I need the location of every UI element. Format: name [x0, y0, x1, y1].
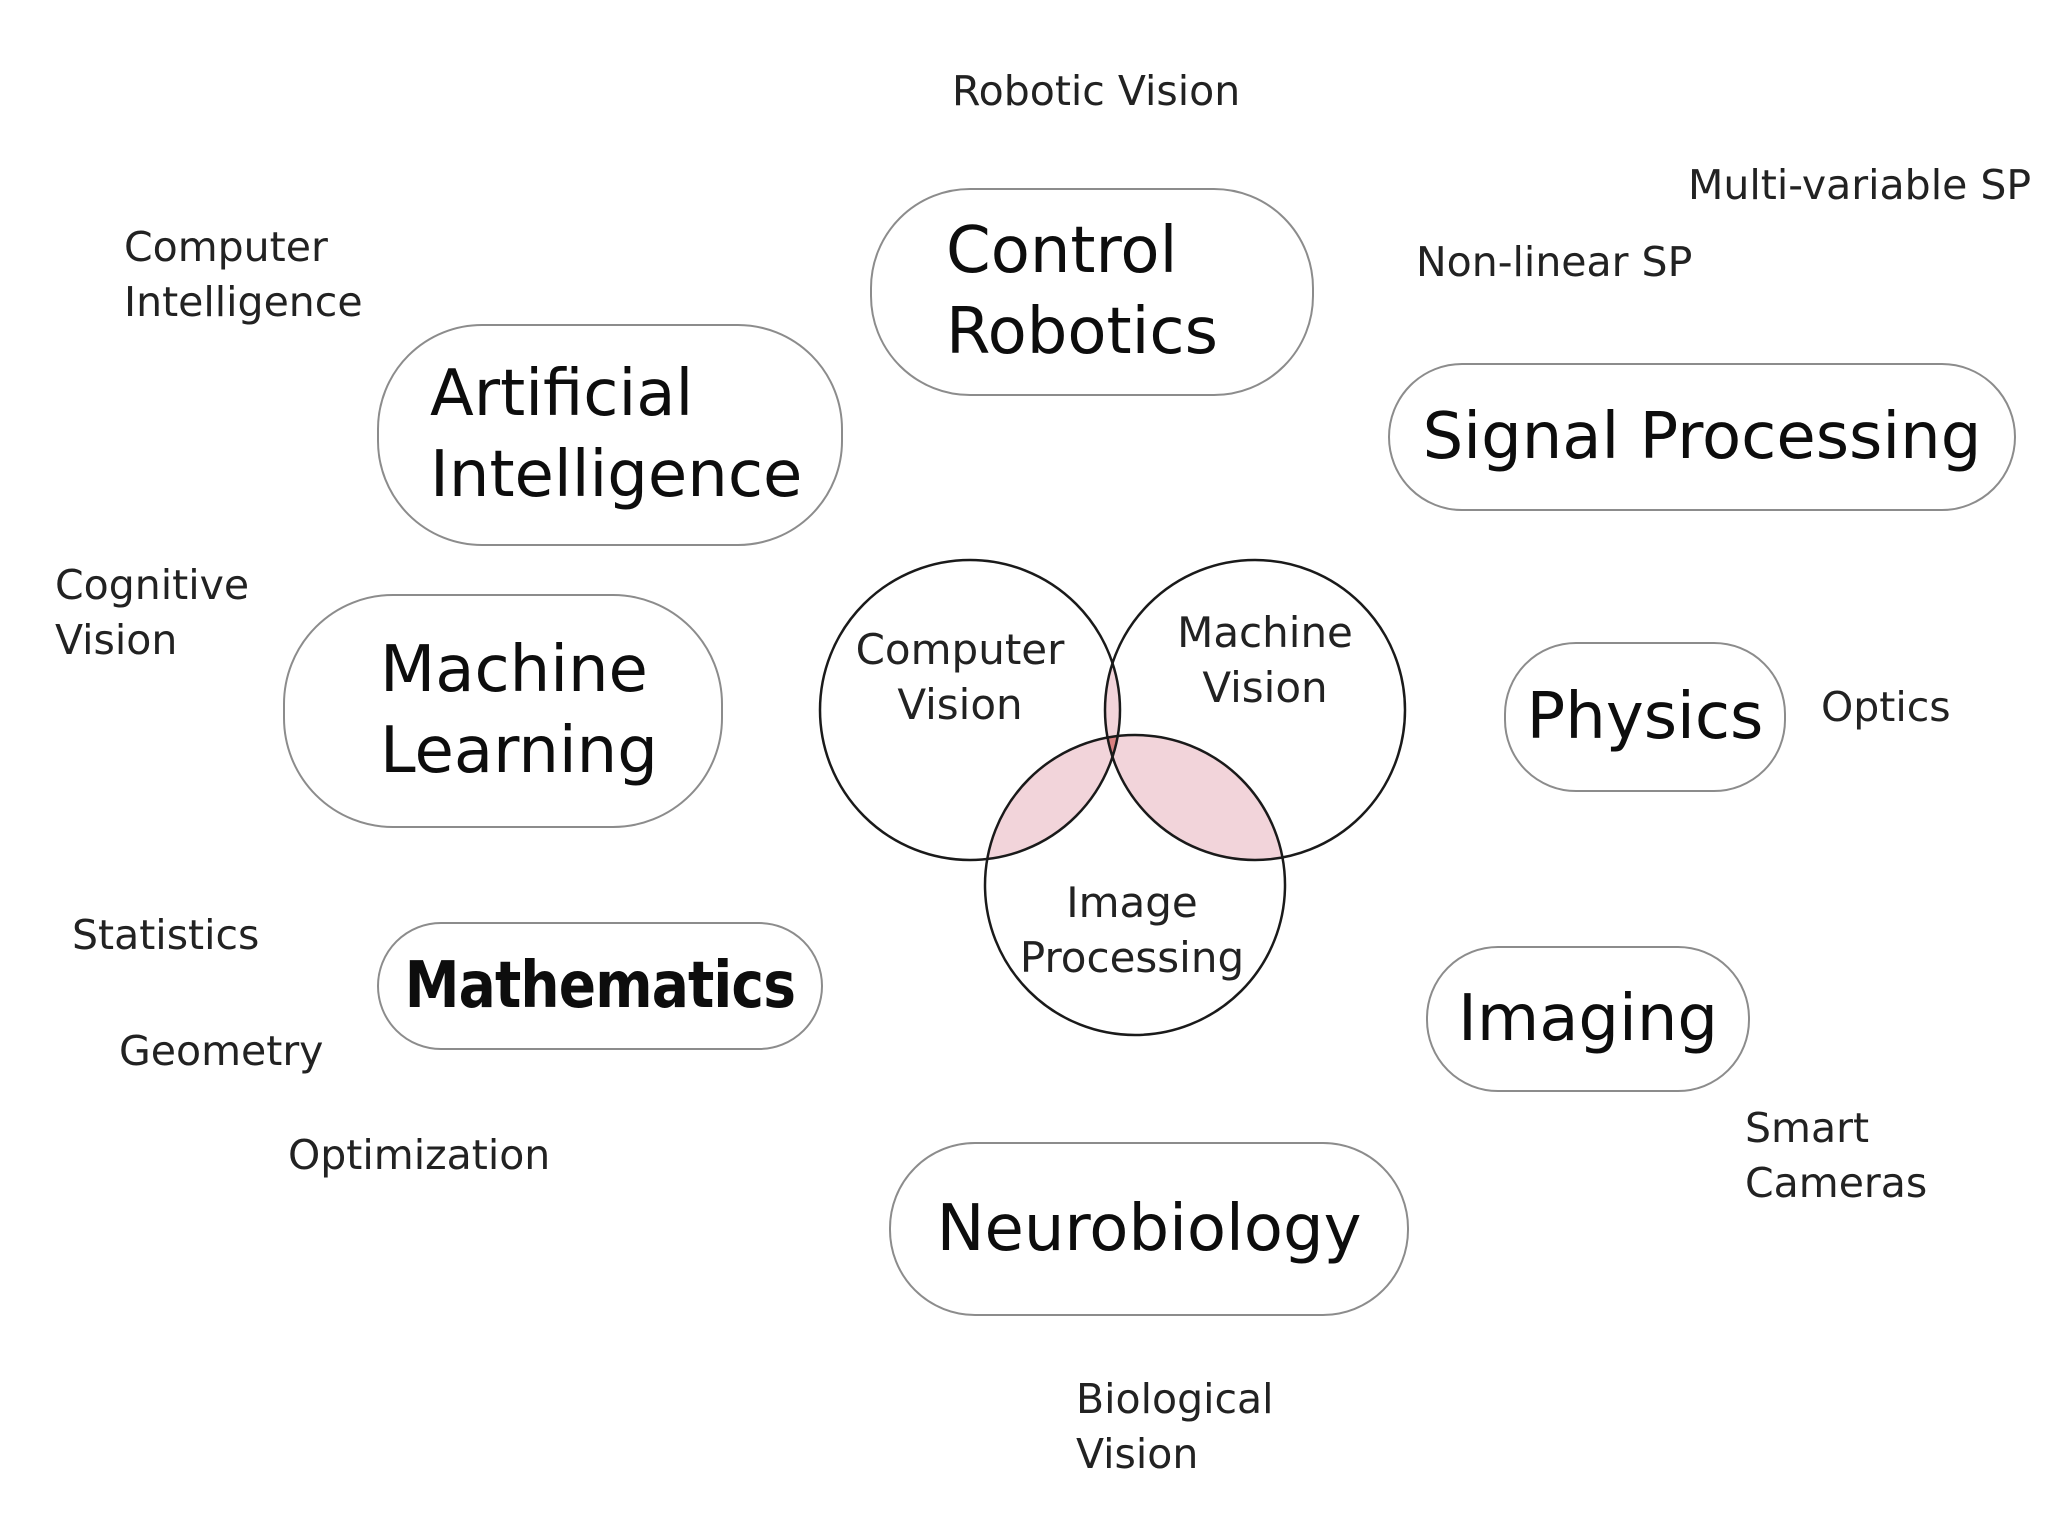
term-optimization: Optimization [288, 1131, 551, 1179]
domain-artificial-intelligence: Artificial Intelligence [377, 324, 843, 546]
machine-vision-circle [1103, 558, 1407, 862]
overlap-computer-vision-image-processing [985, 735, 1120, 860]
venn-label-computer-vision: Computer Vision [855, 625, 1065, 729]
term-statistics: Statistics [72, 911, 260, 959]
venn-label-machine-vision: Machine Vision [1177, 608, 1353, 712]
domain-signal-processing: Signal Processing [1388, 363, 2016, 511]
image-processing-circle [983, 733, 1287, 1037]
overlap-regions [985, 560, 1285, 860]
term-biological-vision: Biological Vision [1076, 1375, 1274, 1478]
domain-machine-learning: Machine Learning [283, 594, 723, 828]
domain-neurobiology: Neurobiology [889, 1142, 1409, 1316]
domain-mathematics: Mathematics [377, 922, 823, 1050]
venn-label-image-processing: Image Processing [1019, 878, 1245, 982]
term-geometry: Geometry [119, 1027, 324, 1075]
term-optics: Optics [1821, 683, 1951, 731]
domain-physics: Physics [1504, 642, 1786, 792]
term-robotic-vision: Robotic Vision [952, 67, 1241, 115]
term-computer-intelligence: Computer Intelligence [124, 223, 363, 326]
term-non-linear-sp: Non-linear SP [1416, 238, 1693, 286]
overlap-machine-vision-image-processing [1105, 735, 1285, 860]
term-cognitive-vision: Cognitive Vision [55, 561, 250, 664]
computer-vision-circle [818, 558, 1122, 862]
domain-control-robotics: Control Robotics [870, 188, 1314, 396]
domain-imaging: Imaging [1426, 946, 1750, 1092]
term-multi-variable-sp: Multi-variable SP [1688, 161, 2032, 209]
term-smart-cameras: Smart Cameras [1745, 1104, 1928, 1207]
